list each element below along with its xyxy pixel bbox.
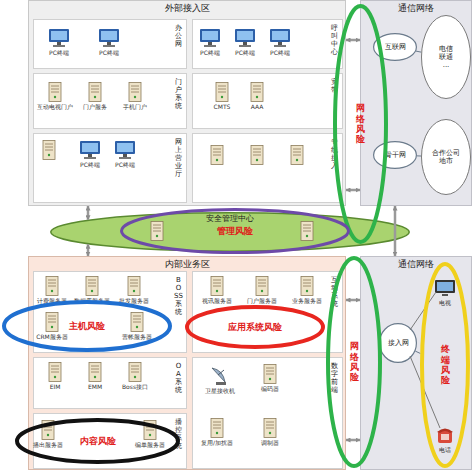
node-label: 管理风险 xyxy=(217,226,253,236)
text-holder: 门户系统 xyxy=(174,78,183,110)
text-holder: 合作公司地市 xyxy=(421,119,471,195)
double-arrow xyxy=(87,206,90,220)
ellipse-shape xyxy=(422,264,468,466)
text-holder: 终端风险 xyxy=(420,262,470,468)
node-label: 内容风险 xyxy=(80,436,116,446)
ellipse-shape xyxy=(4,302,170,350)
network-ellipse: 骨干网 xyxy=(373,141,417,169)
ellipse-shape xyxy=(17,420,178,462)
node-label: 合作公司 xyxy=(432,149,460,157)
node-label: 通信网络 xyxy=(361,3,471,13)
node-label: 接入网 xyxy=(388,339,409,347)
text-holder: 接入网 xyxy=(379,323,417,363)
node-label: 电信 xyxy=(439,45,453,53)
carrier-cloud: 电信联通... xyxy=(421,15,471,99)
node-label: 地市 xyxy=(439,157,453,165)
system-box: 办公网 xyxy=(33,19,187,69)
text-holder: 主机风险 xyxy=(2,300,172,352)
system-box: BOSS系统 xyxy=(33,271,187,353)
zone-box: 外部接入区办公网 呼叫中心门户系统宽带网上营业厅专线接入 xyxy=(28,0,346,206)
node-label: 网上营业厅 xyxy=(174,138,183,178)
zone-box: 内部业务区BOSS系统互动系统OA系统数字前端播控系统 xyxy=(28,256,346,470)
carrier-cloud: 合作公司地市 xyxy=(421,119,471,195)
system-box: 网上营业厅 xyxy=(33,133,187,203)
text-holder: 网上营业厅 xyxy=(174,138,183,178)
ellipse-shape xyxy=(187,307,323,347)
ellipse-shape xyxy=(51,213,410,252)
double-arrow xyxy=(87,244,90,256)
ellipse-shape xyxy=(122,210,349,253)
system-box: 宽带 xyxy=(192,73,343,129)
node-label: 门户系统 xyxy=(174,78,183,110)
system-box: OA系统 xyxy=(33,357,187,409)
risk-ellipse: 应用系统风险 xyxy=(185,305,325,349)
node-label: 通信网络 xyxy=(361,259,471,269)
system-box: 数字前端 xyxy=(192,357,343,469)
node-label: 主机风险 xyxy=(69,321,105,331)
system-box: 呼叫中心 xyxy=(192,19,343,69)
text-holder: 数字前端 xyxy=(330,362,339,394)
risk-ellipse: 管理风险 xyxy=(120,208,350,254)
system-box: 专线接入 xyxy=(192,133,343,203)
node-label: 联通 xyxy=(439,53,453,61)
node-label: 网络风险 xyxy=(355,103,366,144)
node-label: 网络风险 xyxy=(349,341,360,382)
node-label: OA系统 xyxy=(174,362,183,394)
ellipse-shape xyxy=(422,16,471,99)
node-label: 终端风险 xyxy=(440,344,451,385)
double-arrow xyxy=(346,439,360,442)
text-holder: 外部接入区 xyxy=(29,3,345,13)
text-holder: 安全管理中心 xyxy=(50,214,410,223)
risk-ellipse: 网络风险 xyxy=(333,4,388,244)
double-arrow xyxy=(346,39,360,42)
double-arrow xyxy=(346,189,360,192)
text-holder: 内部业务区 xyxy=(29,259,345,269)
node-label: 内部业务区 xyxy=(29,259,345,269)
node-label: 互联网 xyxy=(385,43,406,51)
risk-ellipse: 内容风险 xyxy=(15,418,180,464)
zone-box: 通信网络接入网 xyxy=(360,256,472,470)
node-label: 骨干网 xyxy=(385,151,406,159)
ellipse-shape xyxy=(374,142,417,169)
system-box: 门户系统 xyxy=(33,73,187,129)
text-holder: 管理风险 xyxy=(120,208,350,254)
text-holder: 内容风险 xyxy=(15,418,180,464)
ellipse-shape xyxy=(328,258,380,466)
text-holder: OA系统 xyxy=(174,362,183,394)
text-holder: 通信网络 xyxy=(361,3,471,13)
risk-ellipse: 主机风险 xyxy=(2,300,172,352)
node-label: 外部接入区 xyxy=(29,3,345,13)
text-holder: 应用系统风险 xyxy=(185,305,325,349)
network-ellipse: 接入网 xyxy=(379,323,417,363)
node-label: 办公网 xyxy=(174,24,183,48)
text-holder: 骨干网 xyxy=(373,141,417,169)
node-label: 应用系统风险 xyxy=(228,322,282,332)
node-label: BOSS系统 xyxy=(174,276,183,316)
text-holder: 通信网络 xyxy=(361,259,471,269)
node-label: ... xyxy=(443,61,450,69)
node-label: 数字前端 xyxy=(330,362,339,394)
ellipse-shape xyxy=(422,120,471,195)
text-holder: 办公网 xyxy=(174,24,183,48)
ellipse-shape xyxy=(335,6,386,242)
risk-ellipse: 网络风险 xyxy=(326,256,382,468)
text-holder: 呼叫中心 xyxy=(330,24,339,56)
ellipse-shape xyxy=(380,324,417,363)
text-holder: 网络风险 xyxy=(333,4,388,244)
text-holder: 电信联通... xyxy=(421,15,471,99)
risk-ellipse: 终端风险 xyxy=(420,262,470,468)
node-label: 呼叫中心 xyxy=(330,24,339,56)
text-holder: BOSS系统 xyxy=(174,276,183,316)
text-holder: 网络风险 xyxy=(326,256,382,468)
node-label: 安全管理中心 xyxy=(50,214,410,223)
double-arrow xyxy=(346,299,360,302)
